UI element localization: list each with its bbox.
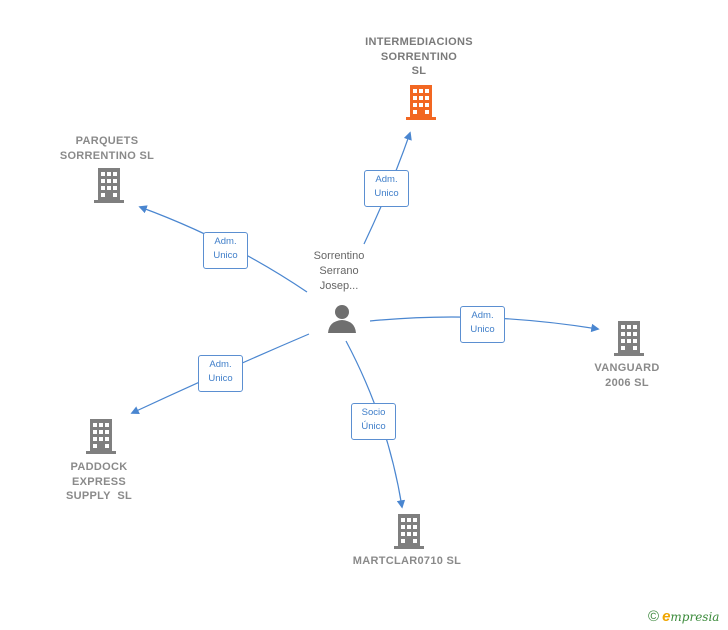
edge-label-line: Unico bbox=[374, 188, 399, 199]
building-icon[interactable] bbox=[613, 321, 645, 357]
copyright-symbol: © bbox=[648, 608, 660, 625]
edge-label-line: Adm. bbox=[209, 359, 232, 370]
edge-label-line: Adm. bbox=[214, 236, 237, 247]
company-name-line: INTERMEDIACIONS bbox=[365, 36, 473, 48]
brand-name: mpresia bbox=[670, 610, 720, 624]
edge-label-line: Adm. bbox=[375, 174, 398, 185]
center-name-line: Serrano bbox=[319, 265, 359, 277]
company-name-line: SORRENTINO SL bbox=[59, 149, 155, 162]
edge-label-paddock[interactable]: Adm. Unico bbox=[198, 355, 243, 392]
center-person-name[interactable]: Sorrentino Serrano Josep... bbox=[298, 249, 380, 294]
edge-label-line: Unico bbox=[470, 324, 495, 335]
company-name-intermediacions[interactable]: INTERMEDIACIONS SORRENTINO SL bbox=[349, 35, 489, 79]
company-name-line: 2006 SL bbox=[605, 376, 649, 389]
company-name-line: PADDOCK bbox=[70, 461, 128, 473]
building-icon[interactable] bbox=[85, 419, 117, 455]
edge-label-line: Socio bbox=[361, 407, 386, 418]
edge-label-line: Adm. bbox=[471, 310, 494, 321]
person-icon[interactable] bbox=[327, 303, 357, 333]
building-icon[interactable] bbox=[93, 168, 125, 204]
building-icon[interactable] bbox=[405, 85, 437, 121]
company-name-parquets[interactable]: PARQUETS SORRENTINO SL bbox=[47, 134, 167, 163]
center-name-line: Sorrentino bbox=[313, 250, 365, 262]
company-name-line: EXPRESS bbox=[71, 475, 127, 488]
building-icon[interactable] bbox=[393, 514, 425, 550]
company-name-line: SL bbox=[411, 65, 427, 77]
edge-label-line: Único bbox=[361, 421, 386, 432]
edge-label-parquets[interactable]: Adm. Unico bbox=[203, 232, 248, 269]
edge-label-martclar[interactable]: Socio Único bbox=[351, 403, 396, 440]
company-name-paddock[interactable]: PADDOCK EXPRESS SUPPLY SL bbox=[49, 460, 149, 504]
company-name-line: VANGUARD bbox=[594, 362, 660, 374]
company-name-line: MARTCLAR0710 SL bbox=[352, 555, 462, 567]
brand-logo: ©empresia bbox=[648, 608, 719, 625]
company-name-line: PARQUETS bbox=[75, 135, 139, 147]
center-name-line: Josep... bbox=[319, 280, 359, 292]
company-name-vanguard[interactable]: VANGUARD 2006 SL bbox=[577, 361, 677, 390]
brand-initial: e bbox=[662, 608, 671, 625]
company-name-line: SUPPLY SL bbox=[66, 490, 132, 502]
edge-label-vanguard[interactable]: Adm. Unico bbox=[460, 306, 505, 343]
edge-label-line: Unico bbox=[213, 250, 238, 261]
company-name-line: SORRENTINO bbox=[380, 50, 458, 63]
edge-label-intermediacions[interactable]: Adm. Unico bbox=[364, 170, 409, 207]
edge-label-line: Unico bbox=[208, 373, 233, 384]
company-name-martclar[interactable]: MARTCLAR0710 SL bbox=[337, 554, 477, 569]
